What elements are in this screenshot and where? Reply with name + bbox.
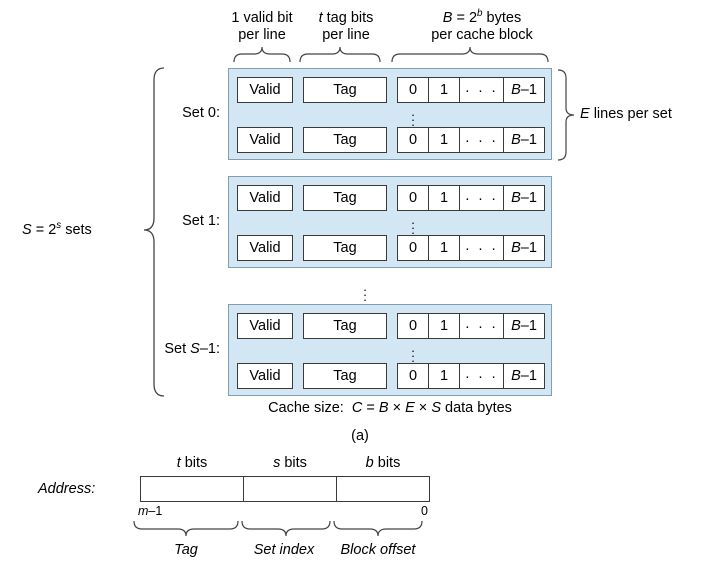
byte-cell-0: 0 [397, 363, 429, 389]
byte-cells-ellipsis: · · · [459, 363, 504, 389]
address-msb-label: m–1 [138, 504, 163, 518]
address-field-label-tag-bits: t bits [176, 455, 208, 471]
byte-cell-1: 1 [428, 313, 460, 339]
header-tag-bits-label: t tag bits per line [318, 10, 374, 43]
set-box-last: Valid Tag 0 1 · · · B–1 ... Valid Tag 0 … [228, 304, 552, 396]
byte-cell-0: 0 [397, 313, 429, 339]
set-label-0: Set 0: [182, 105, 220, 121]
valid-cell: Valid [237, 127, 293, 153]
valid-cell: Valid [237, 77, 293, 103]
data-block-cells: 0 1 · · · B–1 [397, 363, 545, 389]
lines-vertical-ellipsis: ... [411, 212, 415, 237]
set-box-0: Valid Tag 0 1 · · · B–1 ... Valid Tag 0 … [228, 68, 552, 160]
byte-cells-ellipsis: · · · [459, 185, 504, 211]
byte-cell-last: B–1 [503, 77, 545, 103]
byte-cell-0: 0 [397, 185, 429, 211]
address-field-set-index [243, 476, 337, 502]
sets-vertical-ellipsis: ... [363, 279, 367, 304]
address-field-block-offset [336, 476, 430, 502]
set-label-last: Set S–1: [164, 341, 220, 357]
address-row-label: Address: [38, 481, 96, 497]
data-block-cells: 0 1 · · · B–1 [397, 77, 545, 103]
address-field-label-block-bits: b bits [365, 455, 401, 471]
address-bracket-label-tag: Tag [174, 542, 198, 558]
byte-cells-ellipsis: · · · [459, 235, 504, 261]
byte-cell-last: B–1 [503, 185, 545, 211]
byte-cell-last: B–1 [503, 127, 545, 153]
lines-vertical-ellipsis: ... [411, 340, 415, 365]
data-block-cells: 0 1 · · · B–1 [397, 127, 545, 153]
tag-cell: Tag [303, 235, 387, 261]
set-box-1: Valid Tag 0 1 · · · B–1 ... Valid Tag 0 … [228, 176, 552, 268]
byte-cell-last: B–1 [503, 235, 545, 261]
byte-cell-0: 0 [397, 235, 429, 261]
byte-cell-1: 1 [428, 363, 460, 389]
cache-size-formula: Cache size: C = B × E × S data bytes [268, 400, 512, 416]
address-bracket-label-block-offset: Block offset [340, 542, 416, 558]
valid-cell: Valid [237, 363, 293, 389]
byte-cell-last: B–1 [503, 313, 545, 339]
tag-cell: Tag [303, 77, 387, 103]
address-lsb-label: 0 [421, 504, 428, 518]
header-brace-group [233, 46, 549, 63]
valid-cell: Valid [237, 235, 293, 261]
tag-cell: Tag [303, 185, 387, 211]
lines-vertical-ellipsis: ... [411, 104, 415, 129]
lines-per-set-brace [557, 69, 575, 161]
header-block-bytes-label: B = 2b bytes per cache block [431, 8, 533, 43]
part-a-label: (a) [351, 428, 369, 444]
byte-cell-1: 1 [428, 185, 460, 211]
address-field-tag [140, 476, 244, 502]
byte-cells-ellipsis: · · · [459, 127, 504, 153]
valid-cell: Valid [237, 185, 293, 211]
byte-cell-1: 1 [428, 235, 460, 261]
sets-brace [143, 67, 165, 397]
set-label-1: Set 1: [182, 213, 220, 229]
tag-cell: Tag [303, 313, 387, 339]
tag-cell: Tag [303, 363, 387, 389]
byte-cell-0: 0 [397, 77, 429, 103]
byte-cell-last: B–1 [503, 363, 545, 389]
total-sets-label: S = 2s sets [22, 220, 92, 238]
lines-per-set-label: E lines per set [580, 106, 672, 122]
valid-cell: Valid [237, 313, 293, 339]
tag-cell: Tag [303, 127, 387, 153]
data-block-cells: 0 1 · · · B–1 [397, 185, 545, 211]
data-block-cells: 0 1 · · · B–1 [397, 235, 545, 261]
byte-cell-1: 1 [428, 77, 460, 103]
address-bracket-label-set-index: Set index [253, 542, 315, 558]
header-valid-bit-label: 1 valid bit per line [231, 10, 293, 43]
data-block-cells: 0 1 · · · B–1 [397, 313, 545, 339]
byte-cell-1: 1 [428, 127, 460, 153]
address-field-label-set-bits: s bits [273, 455, 307, 471]
